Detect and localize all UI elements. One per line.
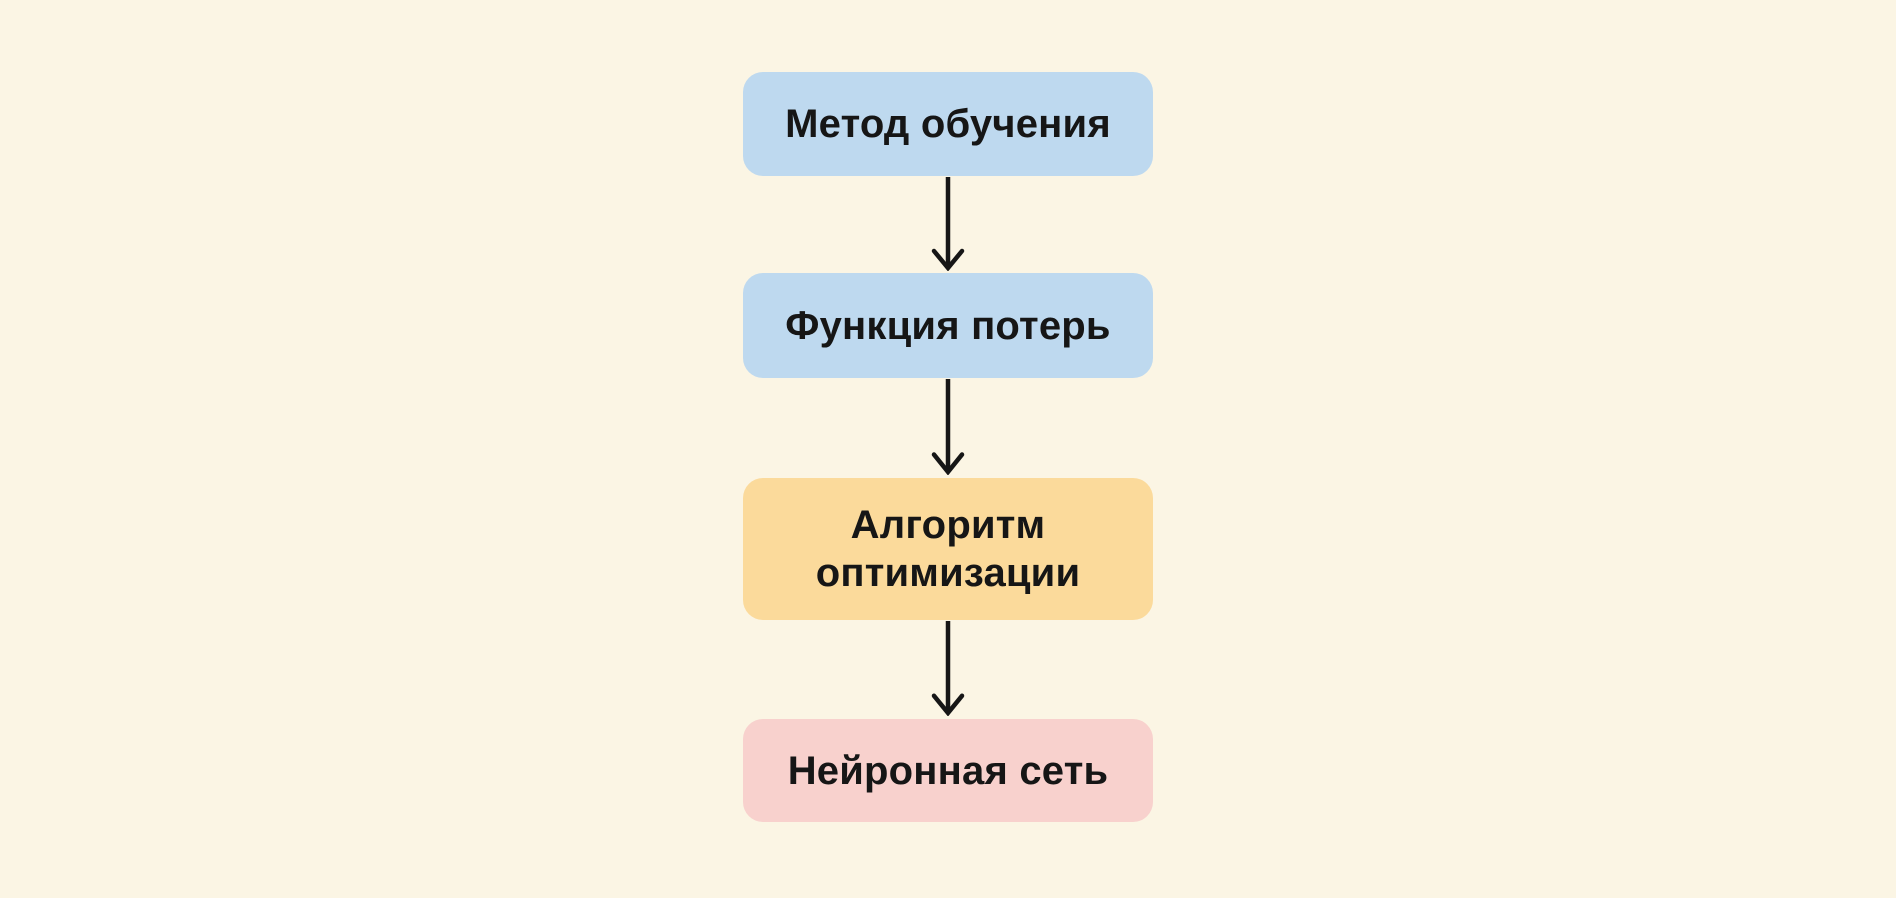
down-arrow-icon bbox=[928, 379, 968, 475]
flow-node-label: Нейронная сеть bbox=[787, 748, 1109, 793]
flow-node-label: Функция потерь bbox=[785, 303, 1111, 348]
flow-node-loss-function: Функция потерь bbox=[743, 273, 1153, 378]
flow-node-label: Алгоритм оптимизации bbox=[815, 503, 1081, 595]
flow-node-neural-network: Нейронная сеть bbox=[743, 719, 1153, 822]
down-arrow-icon bbox=[928, 621, 968, 716]
down-arrow-icon bbox=[928, 177, 968, 271]
flow-node-optimization-algorithm: Алгоритм оптимизации bbox=[743, 478, 1153, 620]
flow-node-training-method: Метод обучения bbox=[743, 72, 1153, 176]
flow-node-label: Метод обучения bbox=[785, 102, 1111, 146]
